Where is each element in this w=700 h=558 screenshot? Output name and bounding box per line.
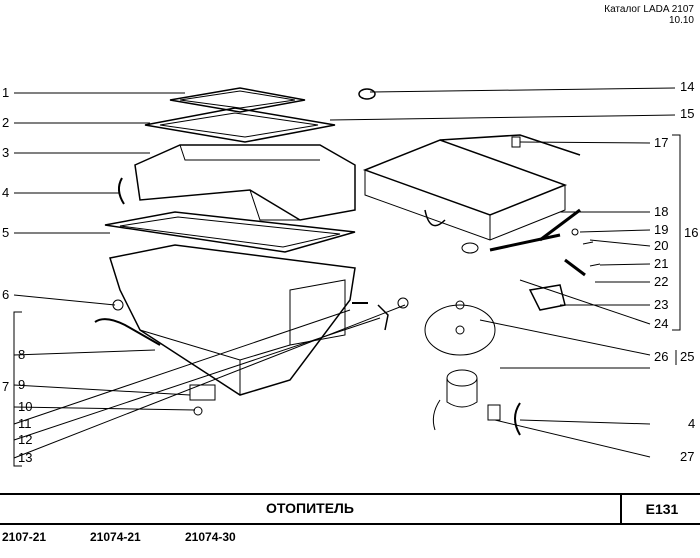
callout-13: 13 [18, 450, 33, 465]
title-bar: ОТОПИТЕЛЬ E131 [0, 493, 700, 525]
model-item: 21074-30 [185, 530, 236, 544]
model-item: 2107-21 [2, 530, 47, 544]
callout-27: 27 [680, 449, 695, 464]
callout-9: 9 [18, 377, 26, 392]
catalog-name: Каталог LADA 2107 [604, 4, 694, 15]
callout-17: 17 [654, 135, 669, 150]
callout-10: 10 [18, 399, 33, 414]
callout-5: 5 [2, 225, 10, 240]
callout-15: 15 [680, 106, 695, 121]
catalog-version: 10.10 [668, 15, 694, 26]
callout-7: 7 [2, 379, 10, 394]
callout-19: 19 [654, 222, 669, 237]
callout-11: 11 [18, 416, 32, 431]
callout-24: 24 [654, 316, 669, 331]
model-item: 21074-21 [90, 530, 141, 544]
callout-3: 3 [2, 145, 10, 160]
callout-18: 18 [654, 204, 669, 219]
callout-1: 1 [2, 85, 10, 100]
callout-4-left: 4 [2, 185, 10, 200]
callout-16: 16 [684, 225, 699, 240]
callout-22: 22 [654, 274, 669, 289]
page-code: E131 [620, 495, 700, 523]
callout-6: 6 [2, 287, 10, 302]
callout-8: 8 [18, 347, 26, 362]
callout-20: 20 [654, 238, 669, 253]
catalog-header: Каталог LADA 2107 10.10 [604, 4, 694, 26]
callout-4-right: 4 [688, 416, 696, 431]
callout-21: 21 [654, 256, 669, 271]
callout-23: 23 [654, 297, 669, 312]
callout-12: 12 [18, 432, 33, 447]
callout-2: 2 [2, 115, 10, 130]
callout-26: 26 [654, 349, 669, 364]
callout-25: 25 [680, 349, 695, 364]
callout-14: 14 [680, 79, 695, 94]
exploded-diagram [13, 87, 681, 467]
page-title: ОТОПИТЕЛЬ [266, 500, 354, 516]
